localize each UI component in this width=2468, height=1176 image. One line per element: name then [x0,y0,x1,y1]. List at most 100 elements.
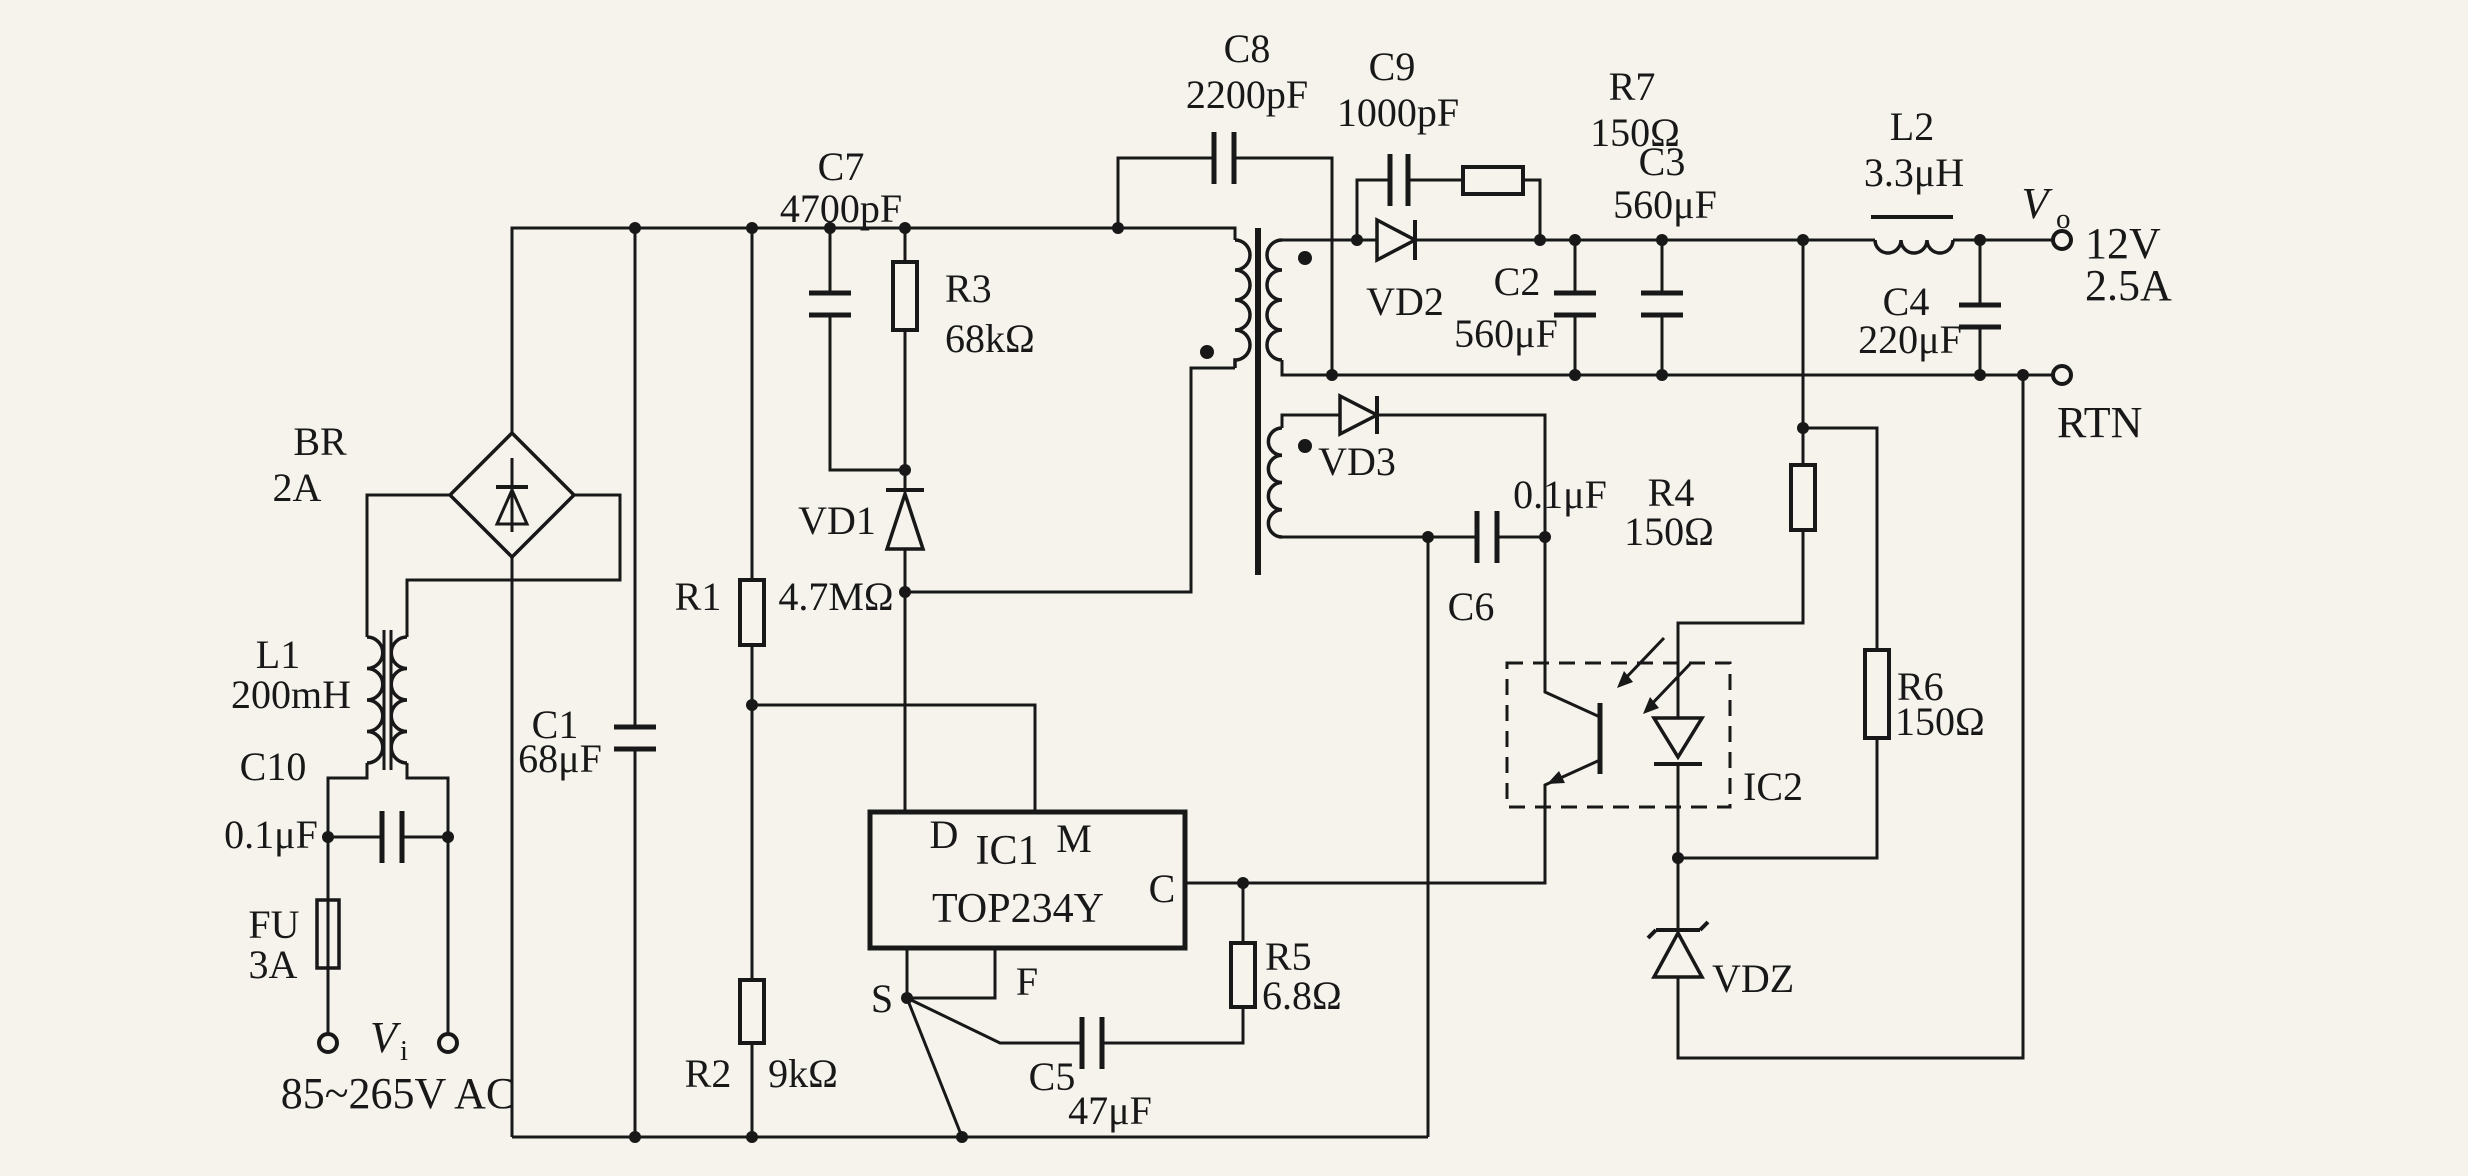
bridge-rectifier-symbol [447,430,577,560]
bias-phase-dot [1298,439,1312,453]
vdz-zener-symbol [1646,920,1710,979]
c7-value: 4700pF [780,186,902,231]
wire-c-pin [1185,758,1601,885]
r4-resistor-symbol [1789,463,1817,532]
optocoupler-symbol [1505,636,1732,809]
vi-symbol: V [370,1013,402,1062]
r2-resistor-symbol [738,978,766,1045]
junction-dots [322,222,2029,1143]
wiring [326,156,2053,1139]
ic2-dashed-box [1505,661,1732,809]
fu-label: FU [248,902,299,947]
vi-sub: i [400,1035,408,1067]
ic1-pin-c: C [1149,866,1176,911]
c6-value: 0.1μF [1513,472,1607,517]
c6-capacitor-symbol [1474,511,1500,563]
primary-phase-dot [1200,345,1214,359]
primary-winding [1233,238,1252,368]
led-symbol [1650,716,1706,766]
rtn-label: RTN [2057,398,2142,447]
wire-r6 [1678,426,1879,860]
c10-capacitor-symbol [379,811,405,863]
c5-label: C5 [1029,1054,1076,1099]
vo-symbol: V [2022,179,2054,228]
vd3-label: VD3 [1318,439,1396,484]
vo-terminal [2051,229,2073,251]
r4-label: R4 [1648,470,1695,515]
wire-l1a-c10 [326,763,369,837]
l1-choke-symbol [366,630,408,770]
br-value: 2A [273,465,322,510]
r5-resistor-symbol [1229,941,1257,1009]
c10-label: C10 [240,744,307,789]
br-label: BR [293,419,347,464]
r7-value: 150Ω [1590,110,1680,155]
c3-label: C3 [1639,139,1686,184]
ac-range-label: 85~265V AC [281,1069,515,1118]
c7-capacitor-symbol [809,290,851,318]
c2-value: 560μF [1454,311,1558,356]
r2-label: R2 [685,1051,732,1096]
r3-value: 68kΩ [945,316,1035,361]
ic1-pin-m: M [1056,816,1092,861]
transformer-symbol [1233,228,1283,575]
emitter-arrow [1547,771,1565,784]
wire-drain [905,366,1235,594]
vd3-diode-symbol [1338,393,1381,437]
c3-capacitor-symbol [1641,290,1683,318]
wire-rtn-rail [1280,360,2053,377]
c3-value: 560μF [1613,182,1717,227]
vd2-diode-symbol [1375,217,1419,263]
secondary-winding [1265,238,1283,362]
input-terminal-1 [317,1032,339,1054]
vd2-label: VD2 [1366,279,1444,324]
input-terminal-2 [437,1032,459,1054]
wire-c8 [1116,156,1334,375]
r1-label: R1 [675,574,722,619]
c10-value: 0.1μF [224,812,318,857]
c1-capacitor-symbol [614,724,656,752]
r3-label: R3 [945,266,992,311]
l2-value: 3.3μH [1864,150,1964,195]
vd1-zener-symbol [884,488,926,551]
ic1-part: TOP234Y [932,886,1104,932]
r6-value: 150Ω [1895,699,1985,744]
wire-vd3-anode [1280,413,1340,428]
wire-r4 [1676,240,1805,718]
c4-capacitor-symbol [1959,302,2001,330]
wire-r5-c5 [906,883,1245,1045]
r7-label: R7 [1609,64,1656,109]
labels: C7 4700pF C8 2200pF C9 1000pF R7 150Ω C3… [224,26,2172,1133]
c2-label: C2 [1494,259,1541,304]
ic2-label: IC2 [1743,764,1803,809]
c5-capacitor-symbol [1079,1017,1105,1069]
r6-resistor-symbol [1863,648,1891,740]
wire-l1b-c10 [405,763,450,837]
output-current: 2.5A [2085,261,2172,310]
c8-capacitor-symbol [1211,132,1237,184]
wire-hv-rail [510,226,1237,433]
wire-collector [1377,413,1601,719]
c1-label: C1 [532,702,579,747]
r7-resistor-symbol [1461,165,1525,196]
c7-label: C7 [818,144,865,189]
l2-label: L2 [1890,104,1934,149]
ic1-pin-d: D [930,812,959,857]
c1-value: 68μF [518,736,602,781]
r4-value: 150Ω [1624,509,1714,554]
l1-label: L1 [256,632,300,677]
r1-resistor-symbol [738,578,766,647]
r6-label: R6 [1897,664,1944,709]
l2-inductor-symbol [1871,215,1955,255]
light-arrows [1617,636,1692,714]
c8-value: 2200pF [1186,72,1308,117]
c4-value: 220μF [1858,317,1962,362]
c9-capacitor-symbol [1387,154,1411,206]
r5-label: R5 [1265,934,1312,979]
c9-value: 1000pF [1337,90,1459,135]
r3-resistor-symbol [891,260,919,332]
wire-c9-r7 [1355,178,1542,240]
c5-value: 47μF [1068,1088,1152,1133]
